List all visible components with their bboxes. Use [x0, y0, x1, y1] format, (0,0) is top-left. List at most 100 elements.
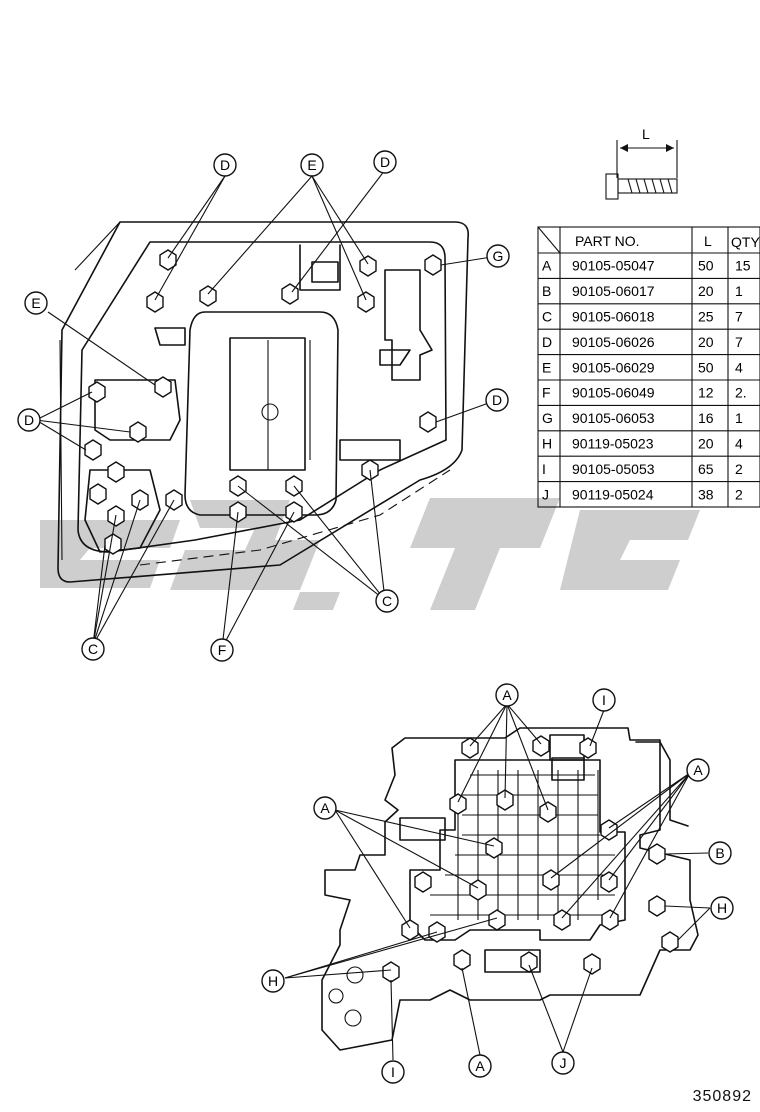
bolt	[485, 837, 503, 859]
lower-valve-body: A I A A B H H I A J	[261, 683, 734, 1084]
table-cell-part-no: 90105-06026	[572, 334, 655, 350]
table-cell-part-no: 90105-06029	[572, 359, 655, 375]
svg-text:A: A	[320, 800, 330, 816]
table-cell-qty: 2	[735, 461, 743, 477]
callout-i: I	[381, 1060, 405, 1084]
callout-e: E	[300, 153, 324, 177]
bolt	[496, 789, 514, 811]
bolt	[154, 376, 172, 398]
table-cell-length: 50	[698, 258, 714, 274]
bolt	[89, 483, 107, 505]
bolt	[539, 801, 557, 823]
table-cell-key: I	[542, 461, 546, 477]
svg-text:I: I	[391, 1064, 395, 1080]
bolt	[401, 919, 419, 941]
table-cell-part-no: 90105-06017	[572, 283, 655, 299]
callout-b: B	[708, 841, 732, 865]
svg-text:G: G	[493, 248, 504, 264]
table-row: A 90105-05047 50 15	[542, 258, 751, 274]
svg-text:D: D	[24, 412, 34, 428]
bolt	[579, 737, 597, 759]
table-cell-key: D	[542, 334, 552, 350]
table-cell-qty: 2.	[735, 385, 747, 401]
upper-leaders	[35, 169, 499, 649]
callout-a: A	[686, 758, 710, 782]
bolt	[88, 381, 106, 403]
table-cell-qty: 7	[735, 334, 743, 350]
callout-a: A	[495, 683, 519, 707]
upper-bolts	[84, 249, 442, 555]
bolt	[648, 843, 666, 865]
callout-d: D	[213, 153, 237, 177]
table-cell-length: 12	[698, 385, 714, 401]
bolt	[601, 909, 619, 931]
svg-text:H: H	[717, 900, 727, 916]
svg-text:A: A	[693, 762, 703, 778]
header-length: L	[704, 233, 712, 249]
svg-text:H: H	[268, 973, 278, 989]
callout-h: H	[261, 969, 285, 993]
bolt	[146, 291, 164, 313]
bolt	[359, 255, 377, 277]
table-cell-qty: 1	[735, 283, 743, 299]
table-cell-length: 20	[698, 283, 714, 299]
bolt	[104, 533, 122, 555]
lower-bolts	[382, 735, 679, 983]
table-cell-length: 25	[698, 309, 714, 325]
table-row: B 90105-06017 20 1	[542, 283, 743, 299]
table-cell-key: J	[542, 486, 549, 502]
bolt	[553, 909, 571, 931]
callout-a: A	[468, 1054, 492, 1078]
table-cell-key: A	[542, 258, 552, 274]
bolt	[469, 879, 487, 901]
svg-text:A: A	[502, 687, 512, 703]
lower-leaders	[284, 703, 711, 1061]
svg-text:E: E	[31, 295, 40, 311]
bolt	[532, 735, 550, 757]
bolt-length-icon: L	[605, 126, 678, 200]
svg-text:D: D	[380, 154, 390, 170]
svg-text:J: J	[560, 1055, 567, 1071]
svg-text:C: C	[382, 593, 392, 609]
watermark-logo	[40, 498, 700, 610]
table-cell-qty: 2	[735, 486, 743, 502]
lower-grid	[430, 770, 615, 920]
header-qty: QTY	[731, 234, 760, 250]
callout-i: I	[592, 688, 616, 712]
bolt	[648, 895, 666, 917]
table-cell-length: 38	[698, 486, 714, 502]
table-cell-key: E	[542, 359, 551, 375]
table-cell-length: 16	[698, 410, 714, 426]
callout-j: J	[551, 1051, 575, 1075]
callout-d: D	[17, 408, 41, 432]
callout-c: C	[81, 637, 105, 661]
bolt	[414, 871, 432, 893]
bolt	[449, 793, 467, 815]
table-cell-qty: 4	[735, 436, 743, 452]
table-cell-length: 65	[698, 461, 714, 477]
bolt	[600, 871, 618, 893]
table-cell-part-no: 90119-05023	[572, 436, 654, 452]
table-cell-part-no: 90105-05047	[572, 258, 655, 274]
svg-text:I: I	[602, 692, 606, 708]
svg-text:A: A	[475, 1058, 485, 1074]
table-cell-length: 20	[698, 334, 714, 350]
bolt	[382, 961, 400, 983]
callout-g: G	[486, 244, 510, 268]
table-cell-qty: 4	[735, 359, 743, 375]
bolt	[419, 411, 437, 433]
table-cell-qty: 15	[735, 258, 751, 274]
callout-c: C	[375, 589, 399, 613]
bolt	[107, 461, 125, 483]
table-cell-key: B	[542, 283, 551, 299]
svg-text:B: B	[715, 845, 724, 861]
table-cell-qty: 7	[735, 309, 743, 325]
svg-text:E: E	[307, 157, 316, 173]
